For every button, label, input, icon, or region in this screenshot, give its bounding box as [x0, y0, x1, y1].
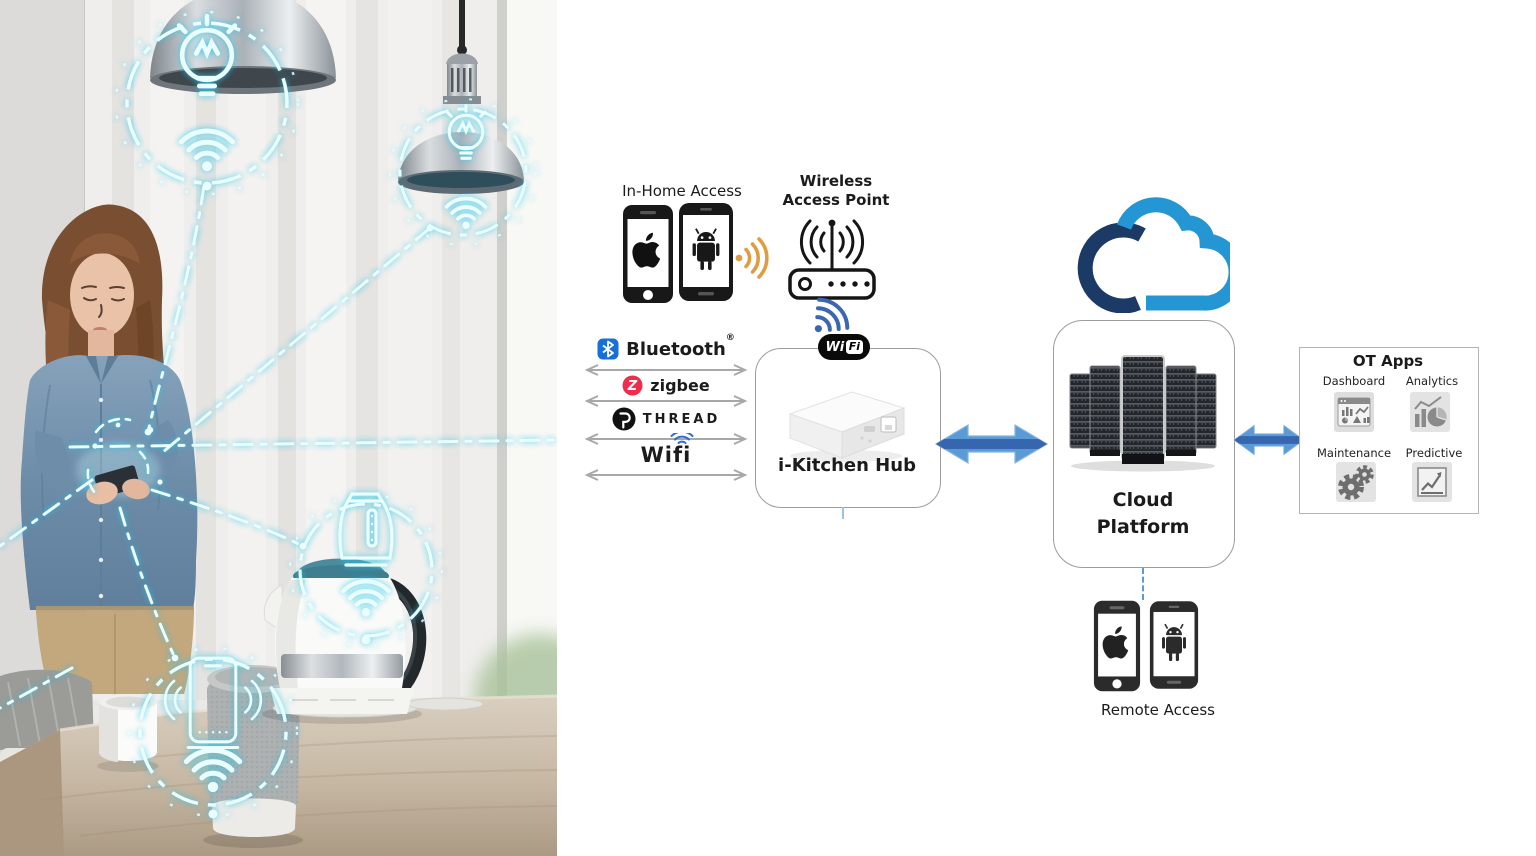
wifi-link-arrow	[584, 469, 748, 481]
kitchen-photo: .pdot{fill:currentColor;} .glow-under{co…	[0, 0, 557, 856]
wifi-label: Wifi	[640, 443, 692, 467]
cloud-platform-label: Cloud Platform	[1096, 489, 1190, 538]
android-phone-icon	[679, 203, 733, 301]
protocol-thread: THREAD	[576, 407, 756, 431]
cloud-icon	[1077, 197, 1230, 313]
hub-label: i-Kitchen Hub	[778, 455, 916, 476]
protocol-zigbee: Z zigbee	[576, 375, 756, 396]
remote-iphone-icon	[1093, 600, 1141, 692]
bluetooth-link-arrow	[584, 364, 748, 376]
ot-app-maintenance-label: Maintenance	[1316, 446, 1392, 460]
wifi-badge: Wi Fi	[818, 334, 870, 360]
svg-text:Z: Z	[627, 379, 638, 394]
bluetooth-label: Bluetooth®	[626, 332, 735, 360]
zigbee-link-arrow	[584, 395, 748, 407]
wifi-arcs-icon	[670, 433, 694, 444]
remote-access-label: Remote Access	[1101, 701, 1215, 719]
thread-link-arrow	[584, 433, 748, 445]
dashboard-icon	[1334, 392, 1374, 432]
wireless-access-point-label: Wireless Access Point	[782, 172, 890, 209]
cloud-remote-connector	[1142, 568, 1144, 600]
cloud-otapps-arrow	[1233, 424, 1305, 456]
thread-icon	[612, 407, 636, 431]
thread-label: THREAD	[642, 411, 721, 427]
analytics-icon	[1410, 392, 1450, 432]
remote-android-icon	[1149, 601, 1199, 689]
woman-using-phone	[20, 204, 198, 694]
ot-app-predictive-label: Predictive	[1405, 446, 1463, 460]
ot-apps-title: OT Apps	[1352, 352, 1424, 370]
pendant-lamp-small	[398, 0, 524, 194]
ot-app-dashboard-label: Dashboard	[1322, 374, 1386, 388]
zigbee-icon: Z	[622, 375, 643, 396]
hub-device-image	[788, 391, 906, 462]
wireless-signal-icon-blue	[814, 297, 850, 333]
iphone-icon	[623, 205, 673, 303]
hub-drop-connector	[842, 507, 844, 519]
router-icon	[788, 219, 876, 300]
bluetooth-icon	[597, 338, 619, 360]
predictive-icon	[1412, 462, 1452, 502]
server-racks-image	[1069, 355, 1217, 472]
protocol-bluetooth: Bluetooth®	[576, 332, 756, 360]
ot-apps-box	[1299, 347, 1479, 514]
wireless-signal-icon-orange	[735, 237, 769, 279]
pendant-lamp-large	[150, 0, 336, 94]
hub-cloud-arrow	[934, 423, 1049, 465]
ot-app-analytics-label: Analytics	[1405, 374, 1459, 388]
zigbee-label: zigbee	[650, 376, 710, 395]
in-home-access-label: In-Home Access	[622, 182, 742, 200]
maintenance-icon	[1336, 462, 1376, 502]
protocol-wifi: Wifi	[576, 433, 756, 467]
